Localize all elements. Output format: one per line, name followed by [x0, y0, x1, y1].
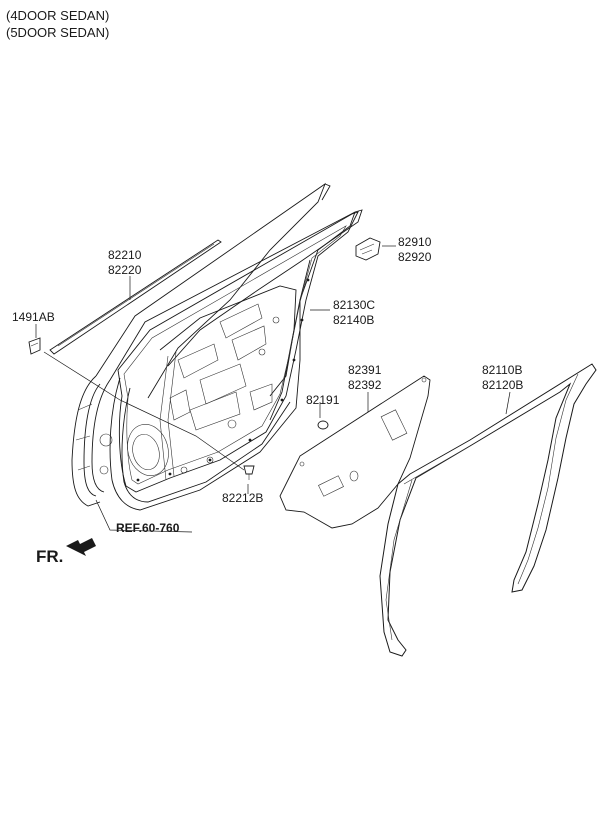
part-number-82110b: 82110B: [482, 363, 522, 377]
front-direction-arrow-icon: [66, 538, 96, 556]
part-number-82392: 82392: [348, 378, 382, 392]
part-number-82920: 82920: [398, 250, 432, 264]
screw-82212b: [243, 465, 255, 480]
leader-lines: [35, 245, 511, 533]
clip-1491ab: [28, 337, 41, 355]
part-number-82210: 82210: [108, 248, 142, 262]
part-number-1491ab: 1491AB: [12, 310, 55, 324]
part-number-82910: 82910: [398, 235, 432, 249]
door-frame-weatherstrip: [117, 211, 359, 493]
front-door-panel: [71, 182, 363, 511]
part-number-82140b: 82140B: [333, 313, 374, 327]
front-label: FR.: [36, 547, 63, 566]
part-number-82220: 82220: [108, 263, 142, 277]
part-number-82130c: 82130C: [333, 298, 375, 312]
part-number-82120b: 82120B: [482, 378, 523, 392]
part-number-82391: 82391: [348, 363, 382, 377]
reference-label: REF.60-760: [116, 521, 180, 535]
belt-weatherstrip: [49, 239, 222, 355]
part-number-82191: 82191: [306, 393, 340, 407]
door-opening-weatherstrip: [379, 363, 597, 657]
plug-82191: [317, 420, 329, 430]
variant-5door: (5DOOR SEDAN): [6, 25, 109, 40]
waterproof-film: [279, 375, 431, 529]
variant-4door: (4DOOR SEDAN): [6, 8, 109, 23]
bracket-82910: [355, 237, 381, 261]
part-number-82212b: 82212B: [222, 491, 263, 505]
